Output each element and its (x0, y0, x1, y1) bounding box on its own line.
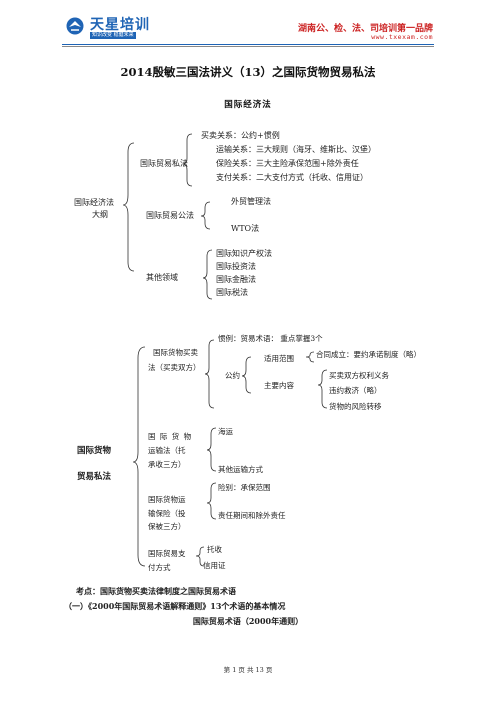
header-website[interactable]: www.txexam.com (371, 33, 433, 41)
tree2-node-insurance: 输保险（投 (148, 509, 186, 518)
header-divider (62, 44, 434, 45)
tree1-b1-item: 买卖关系：公约+惯例 (201, 131, 280, 140)
tree2-node-sales-law: 法（买卖双方） (148, 363, 201, 372)
tree2-node-transport: 承收三方） (148, 460, 186, 469)
tree1-b1-item: 运输关系：三大规则（海牙、维斯比、汉堡） (216, 145, 376, 154)
page-footer: 第 1 页 共 13 页 (223, 666, 273, 674)
exam-point: 考点：国际货物买卖法律制度之国际贸易术语 (76, 586, 236, 596)
header-slogan: 湖南公、检、法、司培训第一品牌 (297, 24, 433, 34)
tree2-node-transport: 国 际 货 物 (148, 432, 193, 441)
tree2-scope: 适用范围 (264, 354, 294, 363)
tree2-transport-item: 海运 (218, 427, 233, 436)
logo-icon (66, 17, 84, 35)
tree2-content-item: 违约救济（略） (329, 386, 382, 395)
section-subtitle: 国际经济法 (224, 100, 272, 110)
tree2-root-line2: 贸易私法 (77, 472, 112, 482)
tree2-content-item: 买卖双方权利义务 (329, 371, 389, 380)
tree1-b1-item: 保险关系：三大主险承保范围+除外责任 (216, 159, 359, 168)
header-divider-thin (62, 46, 434, 47)
tree2-convention: 公约 (225, 371, 240, 380)
tree2-content-item: 货物的风险转移 (329, 402, 382, 411)
page-title: 2014殷敏三国法讲义（13）之国际货物贸易私法 (120, 65, 376, 79)
tree2-root-line1: 国际货物 (77, 446, 112, 456)
tree1-root-line2: 大纲 (92, 210, 108, 219)
tree2-scope-item: 合同成立：要约承诺制度（略） (316, 350, 421, 359)
tree2-node-insurance: 保被三方） (148, 522, 186, 531)
tree2-payment-item: 信用证 (203, 561, 226, 570)
brand-tagline: 知识改变 稳健未来 (90, 32, 136, 39)
tree2-node-insurance: 国际货物运 (148, 495, 186, 504)
tree2-content: 主要内容 (264, 381, 294, 390)
tree1-root-line1: 国际经济法 (74, 198, 114, 207)
tree2-transport-item: 其他运输方式 (218, 465, 263, 474)
tree1-branch-private-trade: 国际贸易私法 (140, 159, 188, 168)
table-title: 国际贸易术语（2000年通则） (192, 616, 304, 626)
tree1-b2-item: 外贸管理法 (231, 197, 271, 206)
tree1-branch-other: 其他领域 (146, 273, 178, 282)
tree1-b3-item: 国际税法 (216, 288, 248, 297)
tree2-insurance-item: 险别：承保范围 (218, 483, 271, 492)
tree1-b1-item: 支付关系：二大支付方式（托收、信用证） (216, 173, 368, 182)
tree2-node-payment: 付方式 (148, 563, 171, 572)
tree1-b2-item: WTO法 (231, 224, 260, 233)
tree2-node-payment: 国际贸易支 (148, 549, 186, 558)
tree2-node-sales-law: 国际货物买卖 (153, 348, 198, 357)
tree1-b3-item: 国际知识产权法 (216, 249, 272, 258)
tree2-custom: 惯例：贸易术语： 重点掌握3个 (218, 334, 323, 343)
exam-section-heading: （一）《2000年国际贸易术语解释通则》13个术语的基本情况 (64, 601, 286, 611)
tree1-b3-item: 国际投资法 (216, 262, 256, 271)
tree1-branch-public-trade: 国际贸易公法 (146, 211, 194, 220)
tree2-insurance-item: 责任期间和除外责任 (218, 511, 286, 520)
tree2-node-transport: 运输法（托 (148, 446, 186, 455)
brand-name: 天星培训 (90, 17, 150, 33)
tree2-payment-item: 托收 (207, 545, 222, 554)
tree1-b3-item: 国际金融法 (216, 275, 256, 284)
